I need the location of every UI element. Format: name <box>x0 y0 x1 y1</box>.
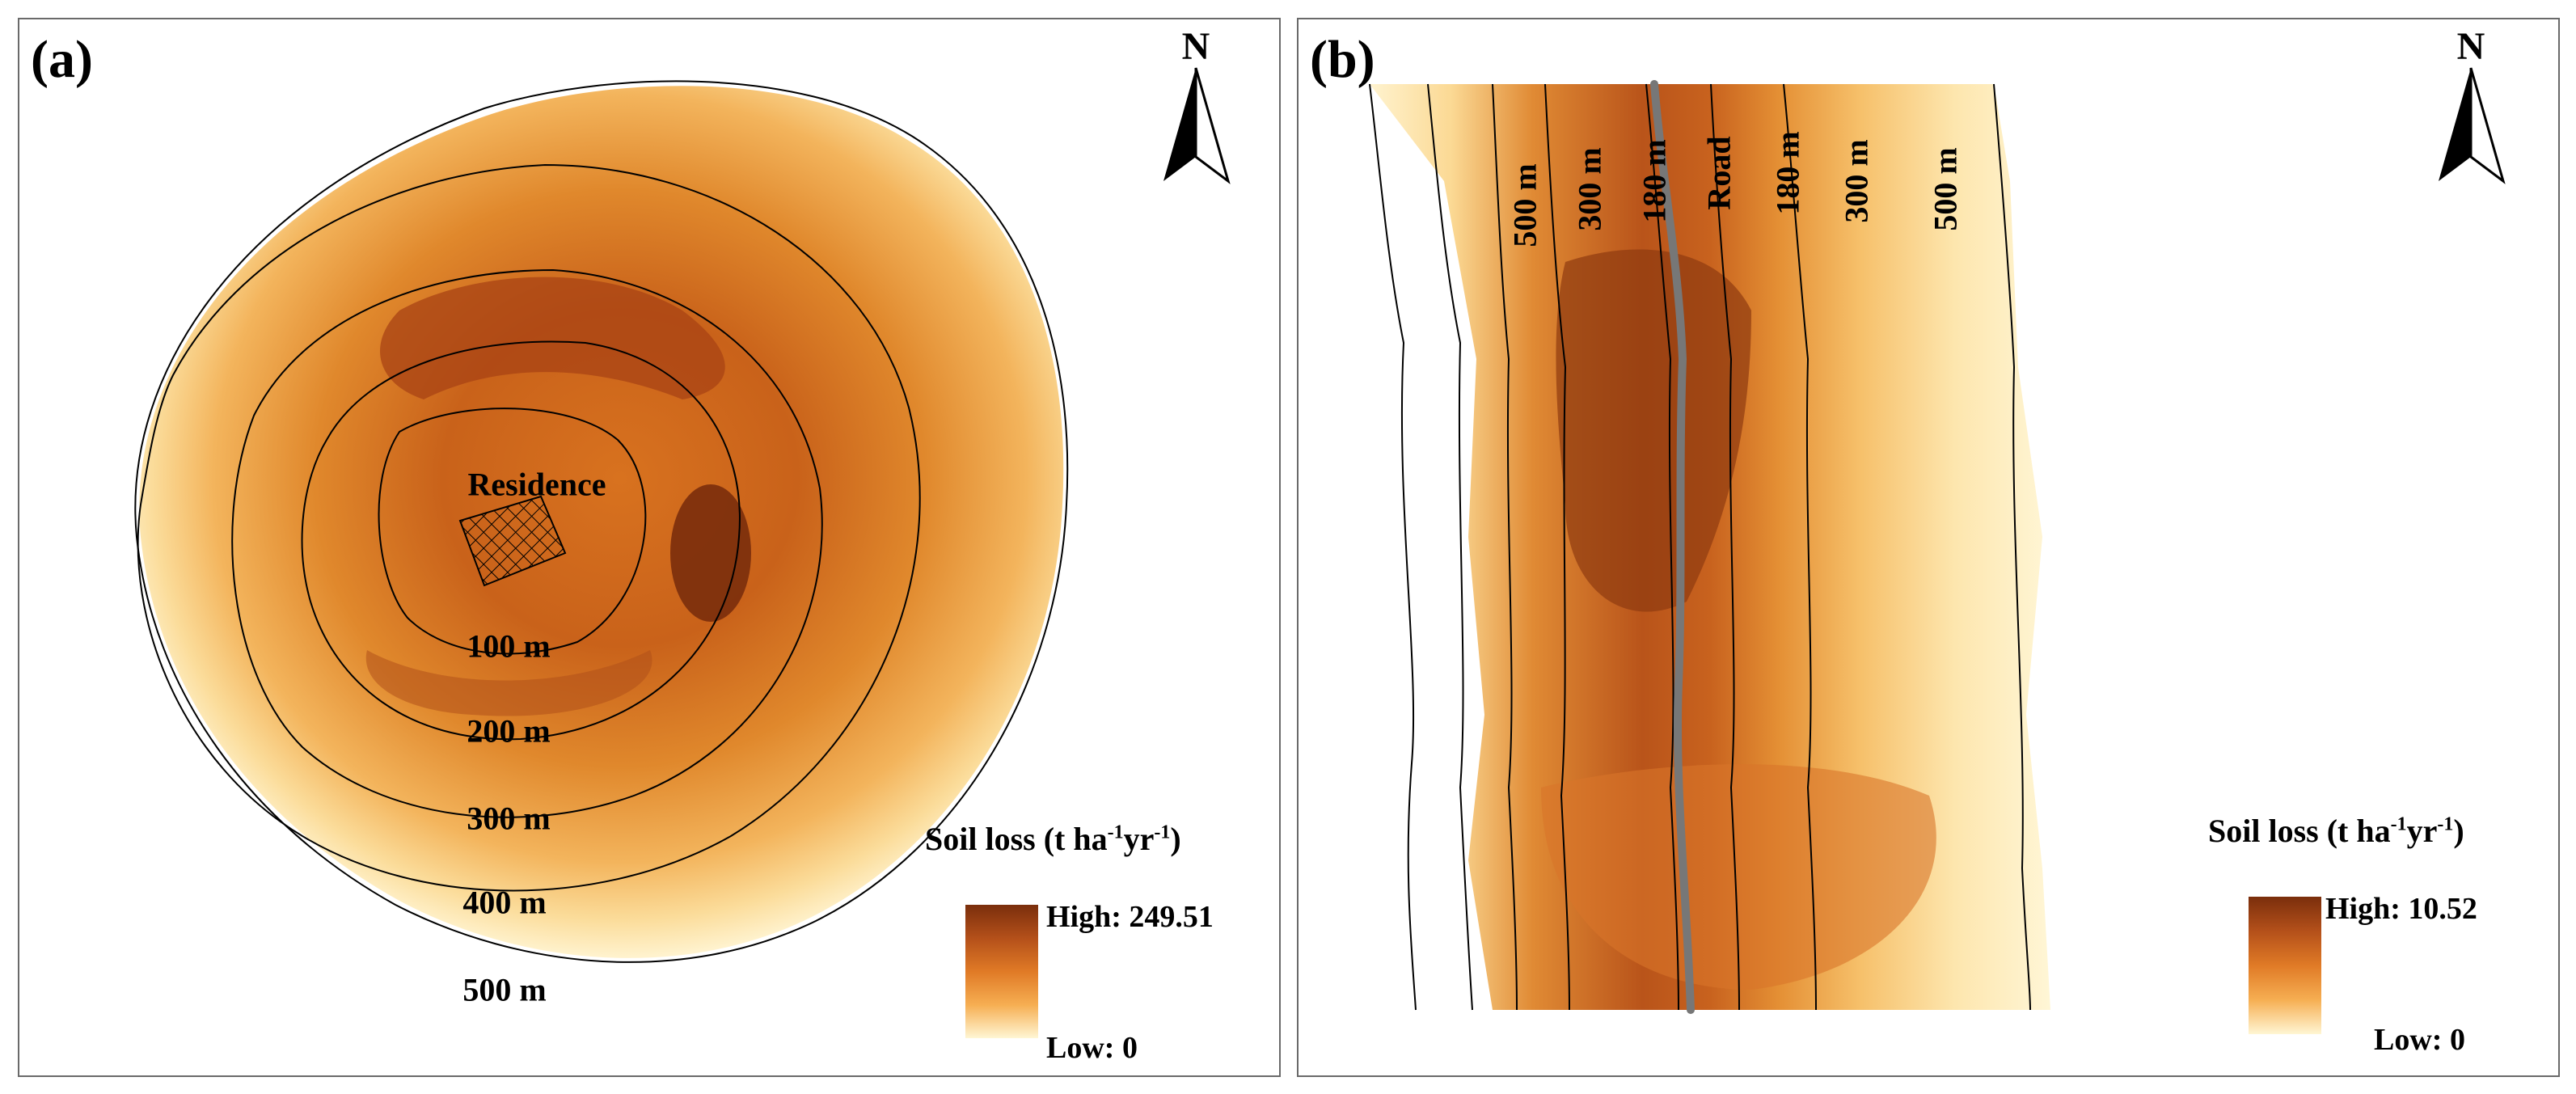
ring-label-300m: 300 m <box>467 800 551 837</box>
high-loss-zone-north <box>380 277 725 399</box>
buffer-rings <box>134 80 1069 963</box>
ring-100m <box>378 408 647 655</box>
buffer-label-180m-left: 180 m <box>1636 139 1673 223</box>
buffer-label-300m-right: 300 m <box>1838 139 1875 223</box>
north-arrow-icon <box>2439 67 2506 184</box>
panel-a-residence-map: (a) N Residence 100 m 200 m 300 m 400 m … <box>18 18 1281 1077</box>
legend-title: Soil loss (t ha-1yr-1) <box>925 821 1181 857</box>
buffer-label-300m-left: 300 m <box>1571 147 1608 231</box>
ring-label-400m: 400 m <box>462 884 547 921</box>
road-label: Road <box>1700 136 1738 210</box>
buffer-180m-right <box>1710 83 1740 1011</box>
buffer-label-180m-right: 180 m <box>1769 131 1806 215</box>
buffer-180m-left <box>1492 83 1518 1011</box>
buffer-label-500m-left: 500 m <box>1506 163 1543 247</box>
road-soil-loss-map <box>1369 67 2506 1034</box>
buffer-label-500m-right: 500 m <box>1927 147 1964 231</box>
ring-label-500m: 500 m <box>462 971 547 1008</box>
legend-title: Soil loss (t ha-1yr-1) <box>2208 813 2464 849</box>
ring-400m <box>137 163 921 892</box>
road-line <box>1650 80 1695 1014</box>
north-label: N <box>2456 25 2485 68</box>
legend-high: High: 10.52 <box>2325 892 2477 926</box>
ring-200m <box>301 340 741 741</box>
high-loss-zone-lower <box>1541 764 1936 990</box>
north-arrow-icon <box>1163 67 1231 184</box>
panel-b-road-map: (b) N 500 m 300 m 180 m Road 180 m 300 m… <box>1297 18 2560 1077</box>
ring-label-200m: 200 m <box>467 712 551 750</box>
north-label: N <box>1181 25 1210 68</box>
residence-soil-loss-map <box>134 67 1231 1038</box>
high-loss-zone-south <box>365 650 652 716</box>
ring-500m <box>134 80 1069 963</box>
residence-footprint <box>458 495 567 587</box>
legend-high: High: 249.51 <box>1046 900 1214 934</box>
buffer-lines <box>1369 83 2031 1011</box>
panel-label: (a) <box>31 30 93 89</box>
legend-gradient-bar <box>965 905 1038 1038</box>
soil-loss-surface <box>139 86 1064 958</box>
residence-label: Residence <box>467 466 606 503</box>
high-loss-zone-upper <box>1556 249 1751 612</box>
ring-label-100m: 100 m <box>467 627 551 665</box>
high-loss-zone-east <box>670 484 751 622</box>
buffer-inner-right <box>1645 83 1679 1011</box>
legend-gradient-bar <box>2249 897 2321 1034</box>
ring-300m <box>231 268 823 818</box>
legend-low: Low: 0 <box>1046 1031 1138 1065</box>
buffer-500m-right <box>1993 83 2031 1011</box>
buffer-500m-left <box>1369 83 1417 1011</box>
panel-label: (b) <box>1310 30 1375 89</box>
buffer-inner-left <box>1544 83 1570 1011</box>
buffer-300m-left <box>1427 83 1473 1011</box>
buffer-300m-right <box>1783 83 1817 1011</box>
legend-low: Low: 0 <box>2374 1023 2465 1057</box>
